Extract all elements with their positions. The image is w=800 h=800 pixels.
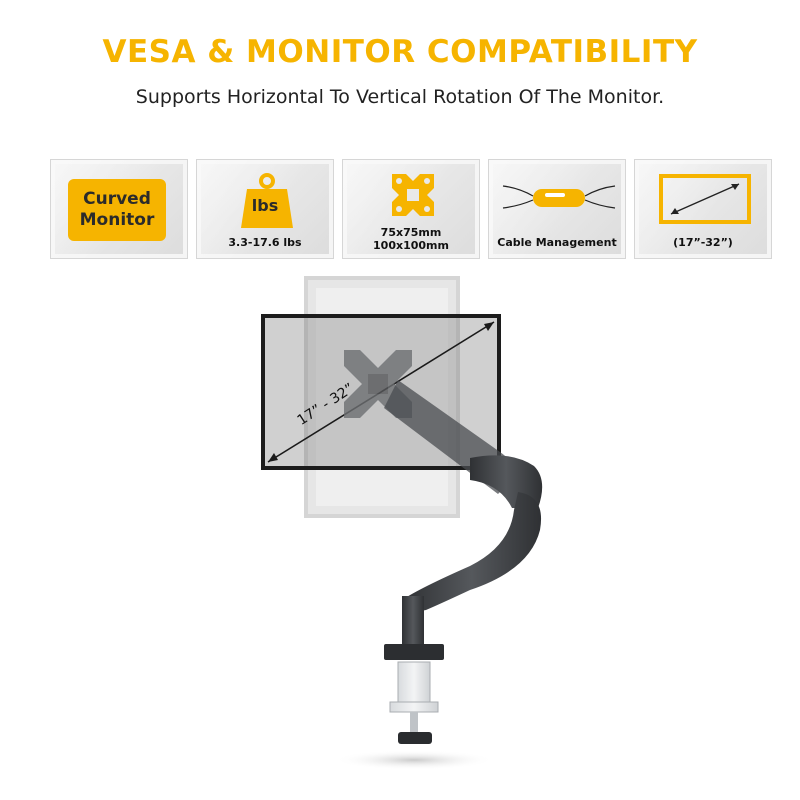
curved-monitor-label-line2: Monitor [79, 210, 155, 230]
feature-card-curved-monitor: Curved Monitor [50, 159, 188, 259]
desk-clamp [389, 661, 439, 744]
monitor-arm-illustration: 17” - 32” [261, 276, 543, 770]
page-subtitle: Supports Horizontal To Vertical Rotation… [135, 86, 665, 108]
page-title: VESA & MONITOR COMPATIBILITY [102, 34, 698, 70]
weight-icon [241, 173, 293, 228]
feature-card-cable-management: Cable Management [488, 159, 626, 259]
feature-card-screen-size: (17”-32”) [634, 159, 772, 259]
feature-cards: Curved Monitor lbs 3.3-17.6 lbs 75x75mm … [50, 159, 772, 259]
screen-size-caption: (17”-32”) [673, 236, 733, 249]
weight-icon-label: lbs [251, 196, 279, 215]
feature-card-weight: lbs 3.3-17.6 lbs [196, 159, 334, 259]
lower-arm [402, 492, 542, 614]
cable-management-caption: Cable Management [497, 236, 617, 249]
curved-monitor-icon: Curved Monitor [68, 179, 166, 241]
weight-caption: 3.3-17.6 lbs [228, 236, 302, 249]
vesa-caption-75: 75x75mm [380, 226, 442, 239]
vesa-plate-icon [392, 174, 434, 216]
mount-pole [402, 596, 424, 650]
curved-monitor-label-line1: Curved [83, 189, 151, 209]
cable-management-icon [502, 185, 616, 209]
feature-card-vesa: 75x75mm 100x100mm [342, 159, 480, 259]
mount-base [384, 644, 444, 660]
vesa-caption-100: 100x100mm [373, 239, 449, 252]
floor-shadow [334, 750, 494, 770]
screen-size-icon [659, 174, 751, 224]
